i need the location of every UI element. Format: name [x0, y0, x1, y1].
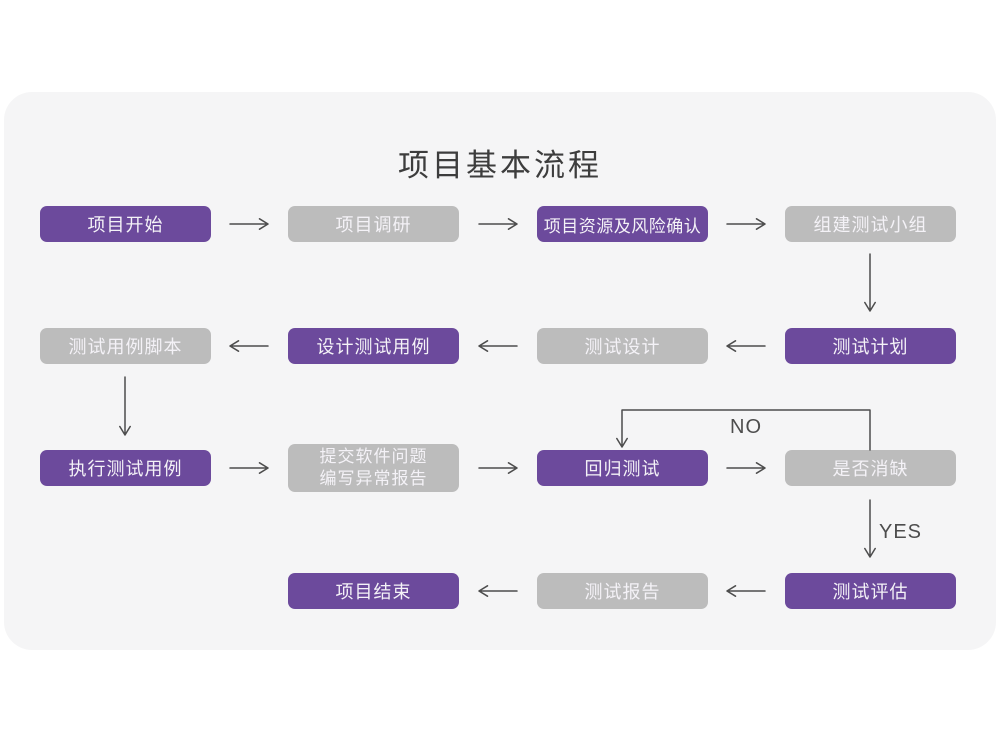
edge-label-no: NO: [730, 416, 762, 438]
node-label: 测试用例脚本: [68, 337, 183, 357]
node-label: 是否消缺: [832, 459, 909, 479]
node-risk-confirm: 项目资源及风险确认: [537, 206, 708, 242]
node-submit-issues: 提交软件问题 编写异常报告: [288, 444, 459, 492]
node-label: 测试报告: [584, 582, 661, 602]
node-defect-cleared: 是否消缺: [785, 450, 956, 486]
node-label: 项目资源及风险确认: [543, 216, 702, 236]
node-test-report: 测试报告: [537, 573, 708, 609]
node-project-end: 项目结束: [288, 573, 459, 609]
node-label: 项目开始: [87, 215, 164, 235]
node-design-test-cases: 设计测试用例: [288, 328, 459, 364]
node-label-line1: 提交软件问题: [319, 447, 428, 466]
node-execute-test-cases: 执行测试用例: [40, 450, 211, 486]
node-project-start: 项目开始: [40, 206, 211, 242]
flowchart-card: [4, 92, 996, 650]
edge-label-yes: YES: [879, 521, 923, 543]
node-label: 测试计划: [832, 337, 909, 357]
node-label: 组建测试小组: [813, 215, 928, 235]
node-label: 执行测试用例: [68, 459, 183, 479]
node-test-plan: 测试计划: [785, 328, 956, 364]
node-label: 设计测试用例: [316, 337, 431, 357]
node-label-line2: 编写异常报告: [319, 469, 428, 488]
node-label: 测试设计: [584, 337, 661, 357]
node-label: 项目调研: [335, 215, 412, 235]
page-title: 项目基本流程: [398, 148, 602, 183]
node-test-evaluate: 测试评估: [785, 573, 956, 609]
node-regression-test: 回归测试: [537, 450, 708, 486]
node-label: 回归测试: [584, 459, 661, 479]
node-build-test-team: 组建测试小组: [785, 206, 956, 242]
node-test-design: 测试设计: [537, 328, 708, 364]
node-test-case-scripts: 测试用例脚本: [40, 328, 211, 364]
node-label: 测试评估: [832, 582, 909, 602]
node-label: 项目结束: [335, 582, 412, 602]
node-project-research: 项目调研: [288, 206, 459, 242]
